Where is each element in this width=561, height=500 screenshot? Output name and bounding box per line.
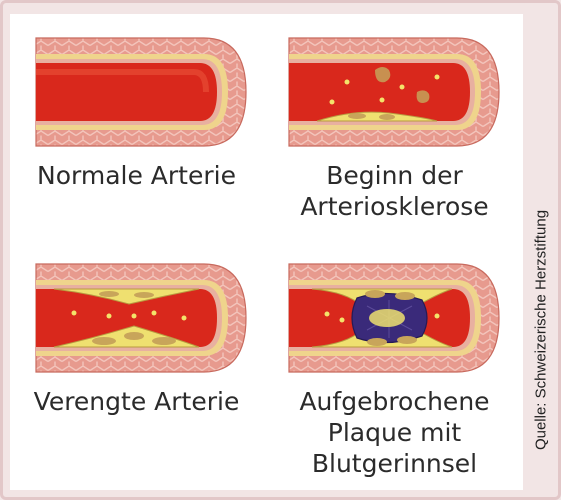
source-credit: Quelle: Schweizerische Herzstiftung — [533, 210, 550, 450]
caption-beginning: Beginn der Arteriosklerose — [272, 160, 517, 222]
caption-ruptured: Aufgebrochene Plaque mit Blutgerinnsel — [272, 386, 517, 479]
caption-normal: Normale Arterie — [14, 160, 259, 191]
artery-illustration-beginning — [287, 32, 502, 152]
artery-illustration-ruptured — [287, 258, 502, 378]
artery-illustration-normal — [34, 32, 249, 152]
caption-narrowed: Verengte Arterie — [14, 386, 259, 417]
artery-illustration-narrowed — [34, 258, 249, 378]
